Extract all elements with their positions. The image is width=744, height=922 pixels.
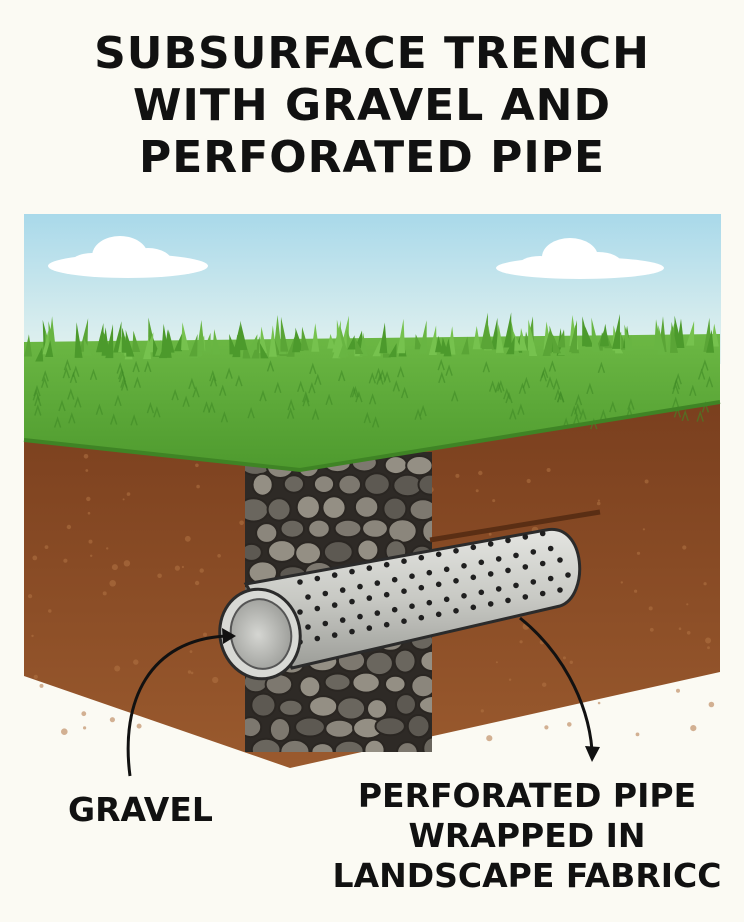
pipe-label-line-1: PERFORATED PIPE: [357, 776, 697, 815]
title-line-2: WITH GRAVEL AND: [133, 80, 611, 131]
perforated-pipe: [218, 528, 582, 681]
cloud-left: [48, 236, 208, 278]
pipe-label-line-3: LANDSCAPE FABRICC: [332, 856, 722, 895]
pipe-label-line-2: WRAPPED IN: [408, 816, 646, 855]
cloud-right: [496, 238, 664, 279]
grass-blades: [24, 312, 719, 430]
pipe-opening: [229, 598, 293, 670]
gravel-leader-line: [126, 634, 227, 777]
grass-edge: [23, 400, 721, 473]
pipe-leader-line: [519, 616, 594, 751]
gravel-label: GRAVEL: [68, 790, 213, 829]
pipe-perforations: [297, 530, 571, 645]
title-line-1: SUBSURFACE TRENCH: [94, 28, 650, 79]
diagram-title: SUBSURFACE TRENCH WITH GRAVEL AND PERFOR…: [0, 28, 744, 184]
title-line-3: PERFORATED PIPE: [139, 132, 605, 183]
pipe-arrowhead: [585, 746, 600, 762]
grass-surface: [24, 334, 720, 470]
gravel-arrowhead: [222, 628, 236, 644]
pipe-shadow: [429, 509, 601, 543]
pipe-body: [243, 528, 582, 670]
pipe-label: PERFORATED PIPE WRAPPED IN LANDSCAPE FAB…: [332, 776, 722, 896]
